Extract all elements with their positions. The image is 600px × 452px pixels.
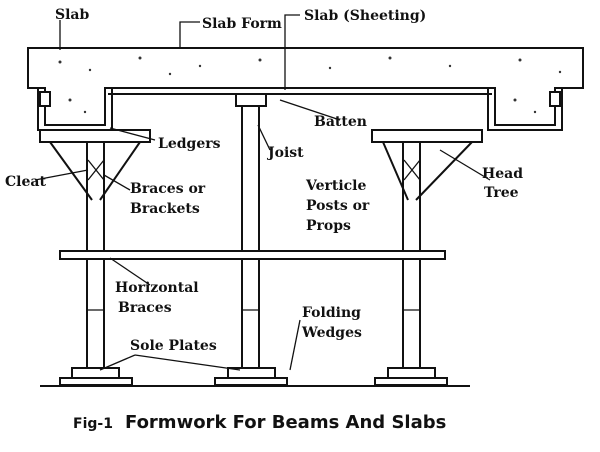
label-horizontal-2: Braces — [118, 300, 172, 316]
label-joist: Joist — [266, 145, 304, 161]
post-center — [241, 105, 260, 378]
label-posts-1: Verticle — [305, 178, 366, 194]
ledger-left — [39, 129, 151, 143]
label-folding-2: Wedges — [301, 325, 362, 341]
label-posts-2: Posts or — [306, 198, 370, 214]
ledger-right — [371, 129, 483, 143]
label-posts-3: Props — [306, 218, 351, 234]
label-braces-1: Braces or — [130, 181, 206, 197]
label-head-tree-2: Tree — [484, 185, 519, 201]
label-slab-form: Slab Form — [202, 16, 282, 32]
horizontal-brace — [59, 250, 446, 260]
brackets — [49, 141, 473, 201]
caption-prefix: Fig-1 — [73, 416, 113, 432]
label-sole-plates: Sole Plates — [130, 338, 217, 354]
batten-block — [235, 93, 267, 107]
sole-plates — [59, 367, 448, 386]
caption-title: Formwork For Beams And Slabs — [125, 412, 446, 433]
cleat-left — [39, 91, 51, 107]
leader-lines — [34, 14, 491, 371]
label-head-tree-1: Head — [482, 166, 523, 182]
label-ledgers: Ledgers — [158, 136, 221, 152]
label-braces-2: Brackets — [130, 201, 200, 217]
label-horizontal-1: Horizontal — [115, 280, 199, 296]
label-batten: Batten — [314, 114, 367, 130]
slab-sheeting — [105, 87, 495, 95]
label-slab-sheeting: Slab (Sheeting) — [304, 8, 426, 24]
label-cleat: Cleat — [5, 174, 46, 190]
label-slab: Slab — [55, 7, 90, 23]
cleat-right — [549, 91, 561, 107]
label-folding-1: Folding — [302, 305, 361, 321]
cleat-cross — [87, 159, 421, 181]
concrete-speckles — [58, 56, 562, 114]
